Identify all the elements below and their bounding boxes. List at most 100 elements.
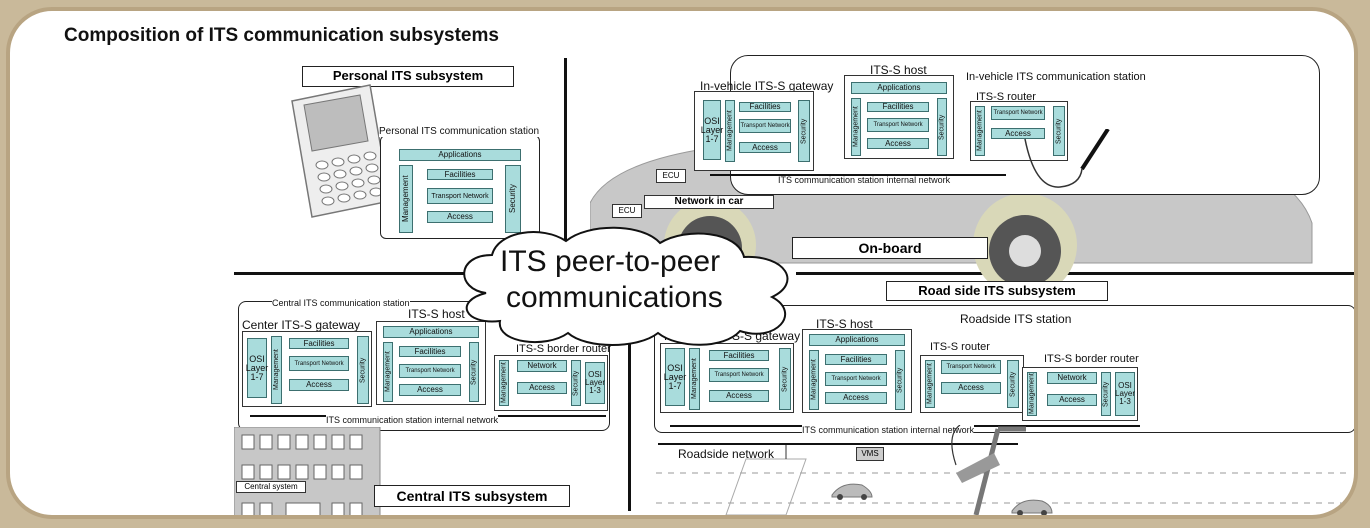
personal-subsystem-label: Personal ITS subsystem [302, 66, 514, 87]
roadside-gw-security: Security [779, 348, 791, 410]
roadside-border-router-title: ITS-S border router [1044, 353, 1139, 365]
roadside-host-management: Management [809, 350, 819, 410]
roadside-br-access: Access [1047, 394, 1097, 406]
personal-applications: Applications [399, 149, 521, 161]
roadside-host-box: Applications Management Security Facilit… [802, 329, 912, 413]
roadside-station-title: Roadside ITS station [960, 312, 1072, 326]
personal-management: Management [399, 165, 413, 233]
central-internal-network: ITS communication station internal netwo… [326, 415, 499, 425]
vehicle-gateway-title: In-vehicle ITS-S gateway [700, 79, 834, 93]
roadside-host-title: ITS-S host [816, 317, 873, 331]
vehicle-host-title: ITS-S host [870, 63, 927, 77]
central-br-network: Network [517, 360, 567, 372]
vehicle-station-title: In-vehicle ITS communication station [966, 71, 1146, 83]
vehicle-router-box: Management Security Transport Network Ac… [970, 101, 1068, 161]
roadside-gateway-box: OSI Layer 1-7 Management Security Facili… [660, 343, 794, 413]
central-gw-security: Security [357, 336, 369, 404]
vehicle-gw-security: Security [798, 100, 810, 162]
central-gateway-box: OSI Layer 1-7 Management Security Facili… [242, 331, 372, 407]
ecu-2: ECU [612, 204, 642, 218]
central-gw-transport: Transport Network [289, 356, 349, 371]
onboard-label: On-board [792, 237, 988, 259]
personal-access: Access [427, 211, 493, 223]
p2p-cloud [463, 226, 789, 346]
vehicle-host-transport: Transport Network [867, 118, 929, 132]
personal-station-title: Personal ITS communication station [379, 126, 540, 137]
central-subsystem-label: Central ITS subsystem [374, 485, 570, 507]
divider-top [564, 58, 567, 253]
roadside-internal-network: ITS communication station internal netwo… [802, 425, 975, 435]
central-host-applications: Applications [383, 326, 479, 338]
roadside-osi13: OSI Layer 1-3 [1115, 372, 1135, 416]
roadside-network-bus [658, 443, 1018, 445]
central-host-access: Access [399, 384, 461, 396]
antenna-cable [1024, 129, 1110, 188]
central-host-box: Applications Management Security Facilit… [376, 321, 486, 405]
cloud-text-line1: ITS peer-to-peer [500, 245, 721, 278]
divider-bottom [628, 341, 631, 511]
roadside-subsystem-label: Road side ITS subsystem [886, 281, 1108, 301]
personal-station: Personal ITS communication station Appli… [379, 126, 540, 239]
personal-security: Security [505, 165, 521, 233]
central-host-title: ITS-S host [408, 307, 465, 321]
roadside-gw-transport: Transport Network [709, 368, 769, 382]
roadside-host-applications: Applications [809, 334, 905, 346]
vehicle-router-transport: Transport Network [991, 106, 1045, 120]
central-host-management: Management [383, 342, 393, 402]
roadside-gw-management: Management [689, 348, 700, 410]
vehicle-host-access: Access [867, 138, 929, 149]
central-system-label: Central system [236, 481, 306, 493]
vms-sign: VMS [856, 447, 884, 461]
roadside-router-access: Access [941, 382, 1001, 394]
central-osi17: OSI Layer 1-7 [246, 338, 268, 398]
roadside-router-management: Management [925, 360, 935, 408]
central-gw-management: Management [271, 336, 282, 404]
vehicle-host-box: Applications Management Security Facilit… [844, 75, 954, 159]
road-scene [656, 425, 1346, 515]
central-host-transport: Transport Network [399, 364, 461, 378]
vehicle-host-security: Security [937, 98, 947, 156]
roadside-router-title: ITS-S router [930, 341, 990, 353]
diagram-frame: Composition of ITS communication subsyst… [6, 7, 1358, 519]
ecu-1: ECU [656, 169, 686, 183]
vehicle-router-management: Management [975, 106, 985, 156]
vehicle-gateway-box: OSI Layer 1-7 Management Security Facili… [694, 91, 814, 171]
central-br-access: Access [517, 382, 567, 394]
cloud-text-line2: communications [506, 281, 723, 314]
vehicle-gw-access: Access [739, 142, 791, 153]
vehicle-gw-transport: Transport Network [739, 119, 791, 133]
vehicle-internal-network: ITS communication station internal netwo… [778, 175, 951, 185]
vehicle-host-applications: Applications [851, 82, 947, 94]
divider-right [796, 272, 1354, 275]
roadside-gw-access: Access [709, 390, 769, 402]
roadside-host-transport: Transport Network [825, 372, 887, 386]
central-br-management: Management [499, 360, 509, 406]
network-in-car: Network in car [644, 195, 774, 209]
roadside-network-label: Roadside network [678, 447, 775, 461]
central-gw-access: Access [289, 379, 349, 391]
vehicle-router-access: Access [991, 128, 1045, 139]
central-gw-facilities: Facilities [289, 338, 349, 349]
vehicle-osi: OSI Layer 1-7 [701, 100, 723, 160]
roadside-br-security: Security [1101, 372, 1111, 416]
vehicle-gw-facilities: Facilities [739, 102, 791, 112]
central-host-facilities: Facilities [399, 346, 461, 357]
divider-left [234, 272, 486, 275]
diagram-title: Composition of ITS communication subsyst… [64, 25, 499, 46]
roadside-gw-facilities: Facilities [709, 350, 769, 361]
roadside-osi17: OSI Layer 1-7 [664, 348, 686, 406]
vehicle-network-line [710, 174, 1006, 176]
roadside-host-access: Access [825, 392, 887, 404]
roadside-br-network: Network [1047, 372, 1097, 384]
central-osi13: OSI Layer 1-3 [585, 362, 605, 404]
personal-transport: Transport Network [427, 188, 493, 204]
roadside-router-transport: Transport Network [941, 360, 1001, 374]
roadside-br-management: Management [1027, 372, 1037, 416]
roadside-router-security: Security [1007, 360, 1019, 408]
central-station-title: Central ITS communication station [272, 298, 410, 308]
roadside-router-box: Management Security Transport Network Ac… [920, 355, 1024, 413]
central-gateway-title: Center ITS-S gateway [242, 318, 361, 332]
personal-facilities: Facilities [427, 169, 493, 180]
roadside-host-security: Security [895, 350, 905, 410]
central-border-router-box: Management Network Access Security OSI L… [494, 355, 608, 411]
